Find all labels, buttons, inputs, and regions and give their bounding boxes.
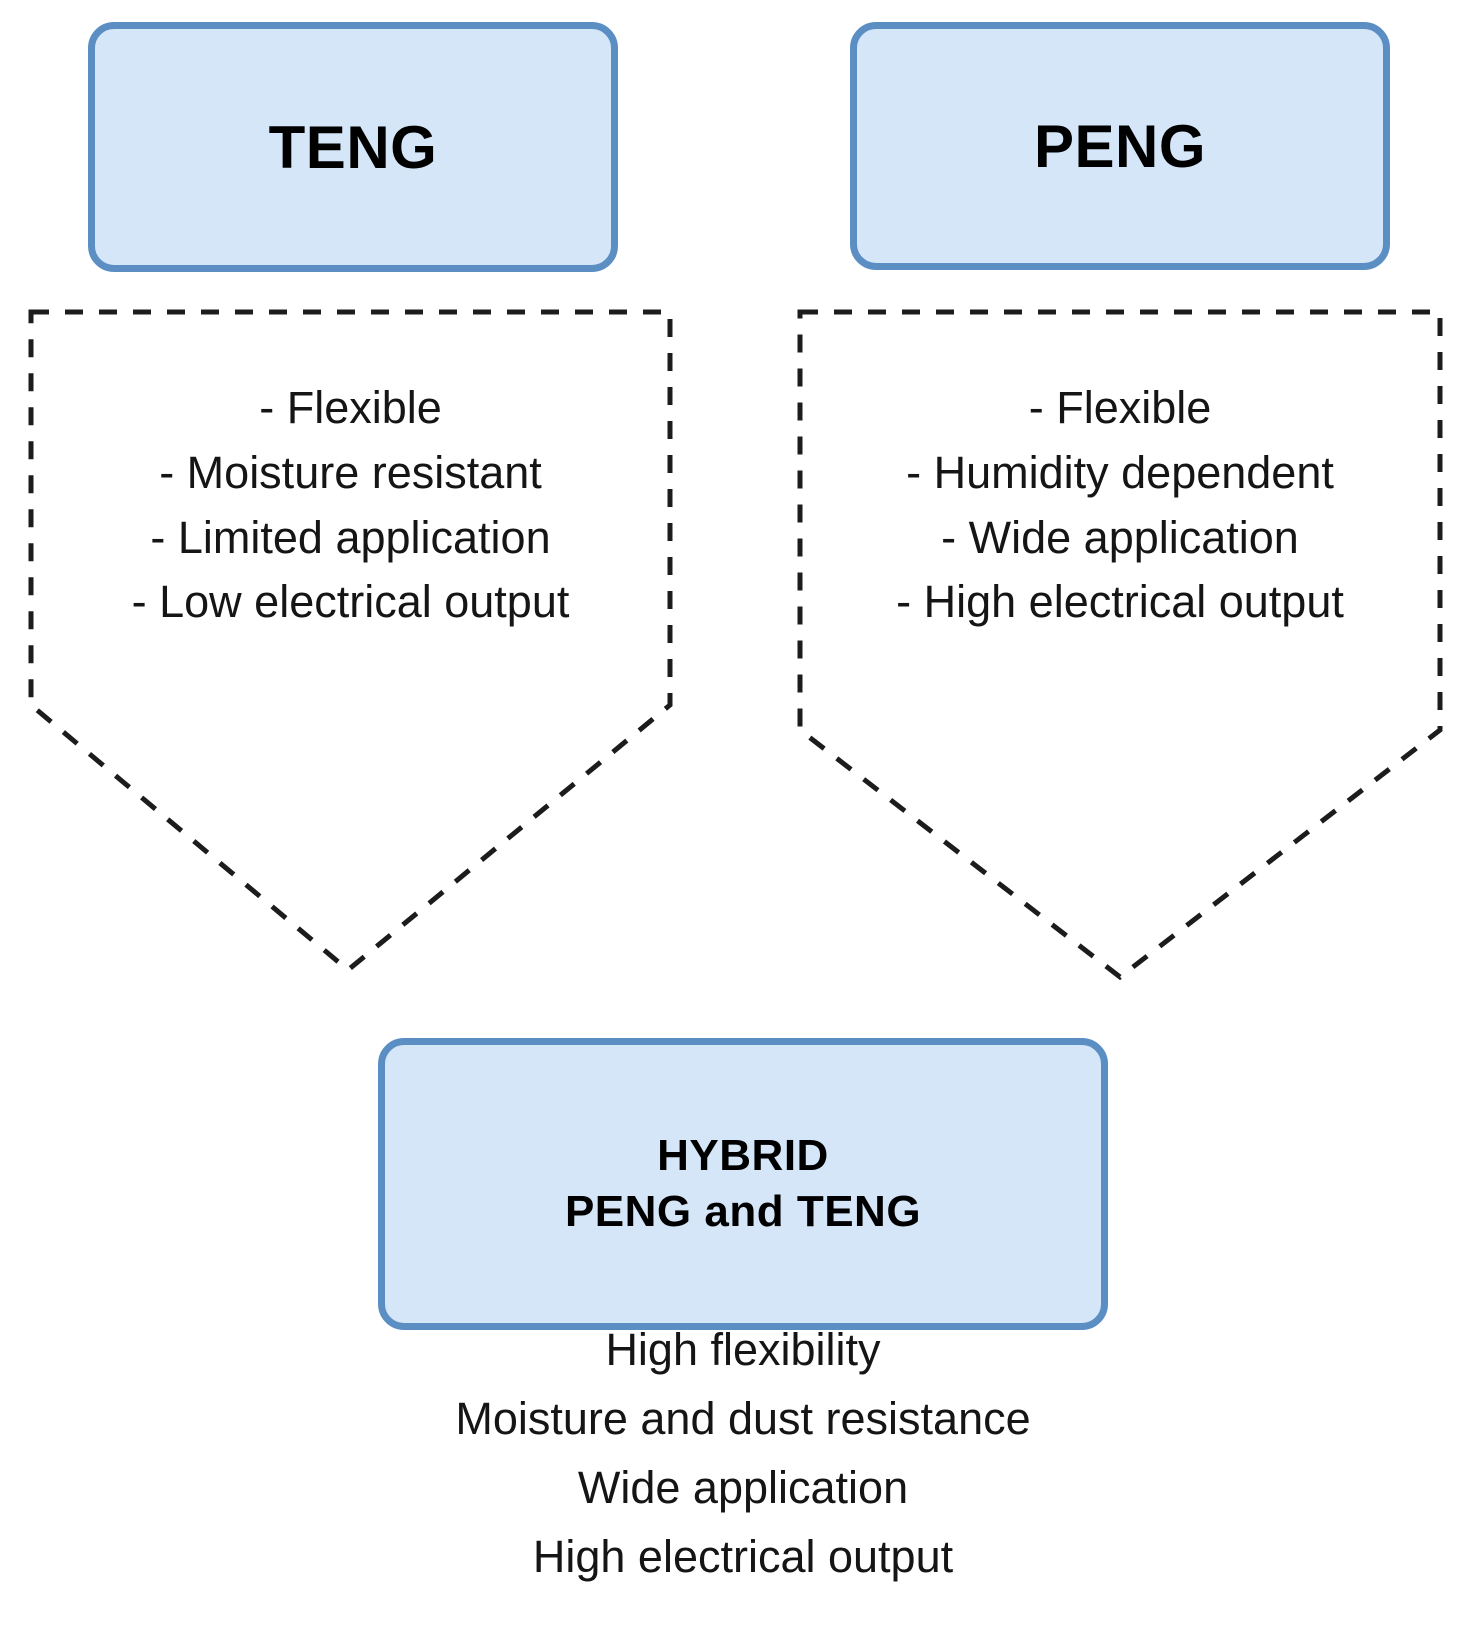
teng-feature-item: - Low electrical output bbox=[131, 576, 570, 628]
hybrid-benefit-item: Wide application bbox=[577, 1461, 909, 1513]
hybrid-benefit-item: High electrical output bbox=[532, 1530, 954, 1582]
teng-feature-item: - Moisture resistant bbox=[159, 446, 542, 498]
peng-feature-item: - Flexible bbox=[1028, 382, 1212, 433]
teng-feature-item: - Limited application bbox=[150, 511, 551, 563]
hybrid-title-line-1: HYBRID bbox=[657, 1130, 829, 1180]
teng-feature-list: - Flexible - Moisture resistant - Limite… bbox=[31, 376, 670, 635]
hybrid-node-box[interactable]: HYBRID PENG and TENG bbox=[378, 1038, 1108, 1330]
teng-node-box[interactable]: TENG bbox=[88, 22, 618, 272]
peng-node-box[interactable]: PENG bbox=[850, 22, 1390, 270]
peng-feature-item: - Wide application bbox=[941, 511, 1299, 563]
hybrid-title-line-2: PENG and TENG bbox=[564, 1187, 922, 1236]
peng-feature-item: - Humidity dependent bbox=[906, 446, 1334, 498]
peng-feature-item: - High electrical output bbox=[896, 576, 1344, 628]
peng-label: PENG bbox=[1033, 112, 1207, 180]
peng-feature-list: - Flexible - Humidity dependent - Wide a… bbox=[800, 376, 1440, 635]
hybrid-benefit-item: High flexibility bbox=[605, 1324, 881, 1375]
teng-feature-item: - Flexible bbox=[259, 382, 442, 433]
teng-label: TENG bbox=[268, 113, 438, 181]
hybrid-benefit-item: Moisture and dust resistance bbox=[455, 1392, 1031, 1444]
hybrid-benefit-list: High flexibility Moisture and dust resis… bbox=[188, 1316, 1298, 1591]
